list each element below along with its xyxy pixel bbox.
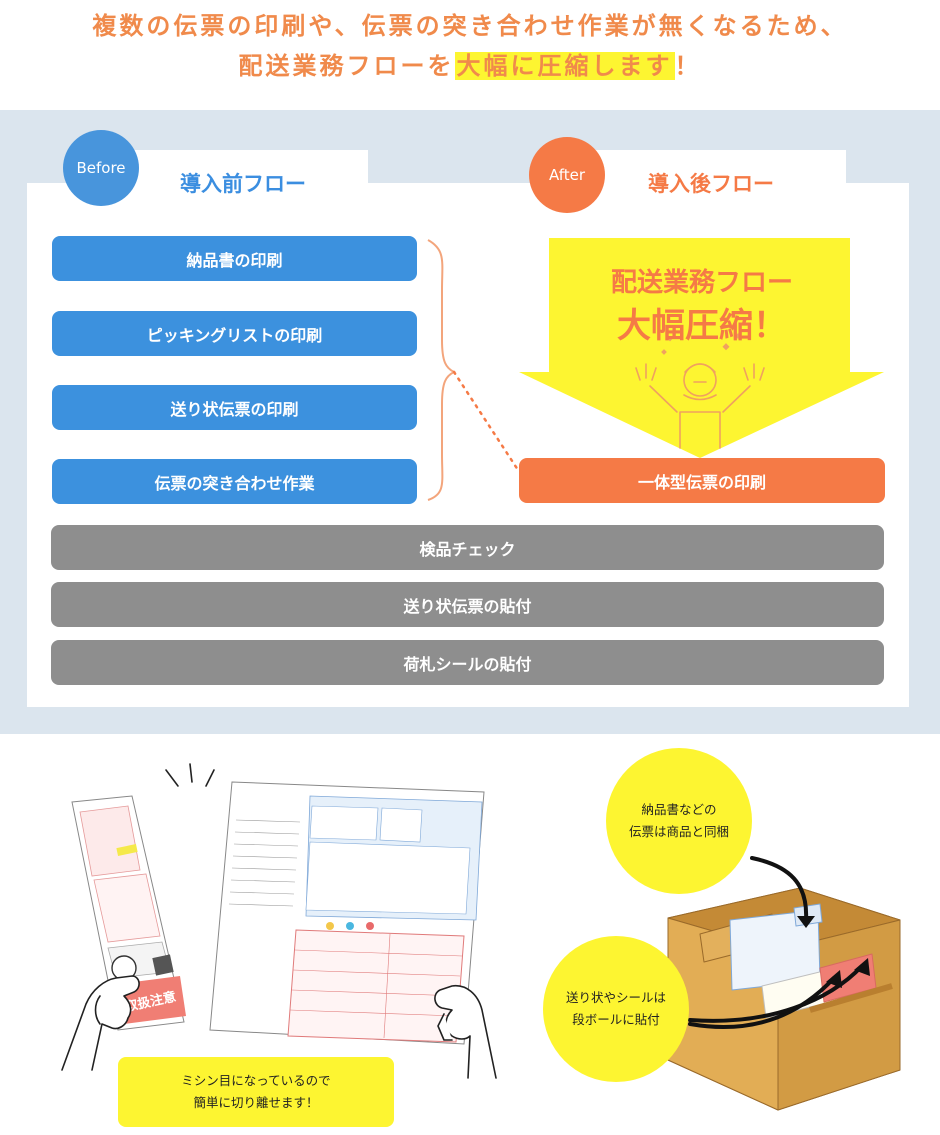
headline-line2: 配送業務フローを大幅に圧縮します！	[0, 46, 940, 81]
common-step-inspection: 検品チェック	[51, 525, 884, 570]
flow-arrow-graphics	[427, 238, 884, 501]
integrated-slip-illustration	[209, 781, 485, 1045]
headline-highlight: 大幅に圧縮します	[454, 52, 675, 80]
arrowheads	[797, 916, 870, 988]
after-tab	[570, 150, 846, 190]
after-flow-title: 導入後フロー	[648, 172, 774, 196]
common-step-attach-tag-sticker: 荷札シールの貼付	[51, 640, 884, 685]
emphasis-lines-icon	[165, 763, 215, 787]
before-badge: Before	[63, 130, 139, 206]
after-badge: After	[529, 137, 605, 213]
before-step-match-slips: 伝票の突き合わせ作業	[52, 459, 417, 504]
curved-arrows	[688, 856, 864, 1029]
before-flow-title: 導入前フロー	[180, 172, 306, 196]
before-step-print-picking-list: ピッキングリストの印刷	[52, 311, 417, 356]
note-circle-enclosed-line2: 伝票は商品と同梱	[628, 824, 729, 839]
arrow-title-line1: 配送業務フロー	[610, 268, 793, 298]
dotted-connector	[452, 370, 520, 472]
after-step-print-integrated-slip: 一体型伝票の印刷	[519, 458, 885, 503]
note-circle-attached-line2: 段ボールに貼付	[572, 1012, 660, 1027]
perforation-note: ミシン目になっているので 簡単に切り離せます！	[118, 1057, 394, 1127]
common-step-attach-shipping-slip: 送り状伝票の貼付	[51, 582, 884, 627]
sparkles	[661, 333, 741, 355]
note-circle-enclosed: 納品書などの 伝票は商品と同梱	[606, 748, 752, 894]
before-tab	[110, 150, 368, 190]
before-step-print-delivery-note: 納品書の印刷	[52, 236, 417, 281]
hands-icon	[61, 975, 497, 1079]
note-circle-attached-line1: 送り状やシールは	[565, 990, 666, 1005]
arrow-title-line2: 大幅圧縮！	[617, 306, 787, 346]
perforation-note-line2: 簡単に切り離せます！	[193, 1095, 319, 1110]
cardboard-box-illustration	[667, 887, 901, 1111]
headline-line2-post: ！	[674, 52, 702, 80]
before-step-print-shipping-slip: 送り状伝票の印刷	[52, 385, 417, 430]
note-circle-attached: 送り状やシールは 段ボールに貼付	[543, 936, 689, 1082]
headline-line2-pre: 配送業務フローを	[238, 52, 455, 80]
big-yellow-arrow	[519, 238, 884, 458]
perforation-note-line1: ミシン目になっているので	[181, 1073, 331, 1088]
note-circle-enclosed-line1: 納品書などの	[641, 802, 717, 817]
headline-line1: 複数の伝票の印刷や、伝票の突き合わせ作業が無くなるため、	[92, 12, 848, 40]
cheering-person-icon	[635, 363, 765, 449]
separable-slip-illustration: 取扱注意	[71, 795, 186, 1031]
